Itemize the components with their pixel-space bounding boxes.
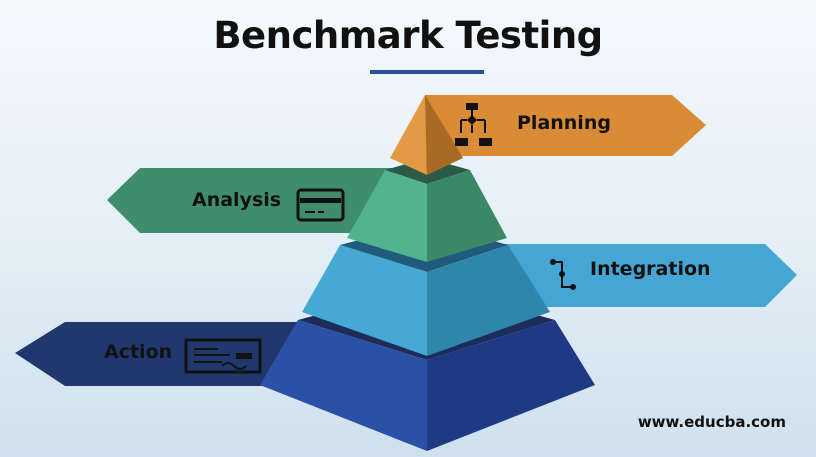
action-banner [15,322,300,386]
page-title: Benchmark Testing [213,14,603,57]
planning-label: Planning [517,112,611,134]
website-url: www.educba.com [637,413,786,431]
title-underline [370,70,484,74]
check-icon [184,338,262,374]
analysis-label: Analysis [192,189,282,211]
integration-tier-left [302,245,427,356]
analysis-banner [107,168,395,233]
action-tier-right [427,320,595,451]
planning-tier-right [425,95,463,175]
action-label: Action [104,341,173,363]
analysis-tier-right [427,170,507,262]
integration-banner [500,244,797,307]
planning-tier-left [390,95,427,175]
planning-banner [425,95,706,156]
timeline-icon [550,259,576,290]
integration-tier-right [427,245,550,356]
analysis-tier-left [347,170,427,262]
card-icon [296,188,345,222]
action-tier-left [260,320,427,451]
integration-label: Integration [590,258,711,280]
flowchart-icon [455,103,492,146]
